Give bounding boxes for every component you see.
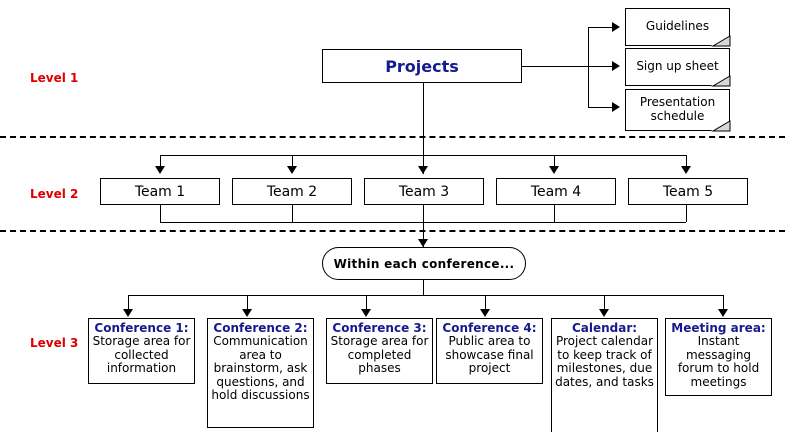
connector-team-5-down (686, 205, 687, 222)
level-2-label: Level 2 (30, 187, 79, 201)
conference-4-title: Conference 4: (442, 321, 537, 335)
calendar-description: Project calendar to keep track of milest… (555, 334, 654, 389)
level-1-label: Level 1 (30, 71, 79, 85)
document-guidelines-label: Guidelines (625, 8, 730, 46)
team-5-label: Team 5 (662, 183, 714, 200)
connector-team-1-down (160, 205, 161, 222)
meeting-area-box[interactable]: Meeting area: Instant messaging forum to… (665, 318, 772, 396)
connector-team-2-down (292, 205, 293, 222)
team-1-label: Team 1 (134, 183, 186, 200)
conference-4-description: Public area to showcase final project (445, 334, 534, 376)
arrow-to-team-2-icon (287, 166, 297, 174)
arrow-to-team-4-icon (549, 166, 559, 174)
team-2-label: Team 2 (266, 183, 318, 200)
connector-docs-vertical-bus (588, 27, 589, 107)
conference-1-description: Storage area for collected information (92, 334, 191, 376)
within-each-conference-box[interactable]: Within each conference... (322, 247, 526, 280)
document-sign-up-sheet[interactable]: Sign up sheet (625, 48, 731, 87)
connector-to-guidelines (588, 27, 614, 28)
arrow-to-conference-2-icon (242, 309, 252, 317)
document-presentation-schedule[interactable]: Presentation schedule (625, 89, 731, 132)
team-box-1[interactable]: Team 1 (100, 178, 220, 205)
projects-label: Projects (385, 56, 459, 76)
conference-box-3[interactable]: Conference 3: Storage area for completed… (326, 318, 433, 384)
arrow-to-conference-1-icon (123, 309, 133, 317)
connector-drop-conference-4 (485, 295, 486, 311)
connector-drop-conference-3 (366, 295, 367, 311)
conference-box-2[interactable]: Conference 2: Communication area to brai… (207, 318, 314, 428)
connector-to-signup (588, 66, 614, 67)
calendar-box[interactable]: Calendar: Project calendar to keep track… (551, 318, 658, 432)
conference-2-description: Communication area to brainstorm, ask qu… (211, 334, 310, 403)
connector-to-within-trunk (423, 205, 424, 247)
separator-level1-level2 (0, 136, 785, 138)
connector-drop-meeting-area (723, 295, 724, 311)
meeting-area-description: Instant messaging forum to hold meetings (677, 334, 760, 389)
conference-1-title: Conference 1: (94, 321, 189, 335)
arrow-to-guidelines-icon (612, 22, 620, 32)
connector-within-trunk-down (423, 280, 424, 295)
connector-team-4-down (554, 205, 555, 222)
connector-drop-team-4 (554, 155, 555, 168)
team-box-4[interactable]: Team 4 (496, 178, 616, 205)
conference-3-description: Storage area for completed phases (330, 334, 429, 376)
connector-to-presentation (588, 107, 614, 108)
conference-3-title: Conference 3: (332, 321, 427, 335)
team-box-3[interactable]: Team 3 (364, 178, 484, 205)
conference-box-4[interactable]: Conference 4: Public area to showcase fi… (436, 318, 543, 384)
connector-conferences-bus (128, 295, 723, 296)
team-box-5[interactable]: Team 5 (628, 178, 748, 205)
connector-drop-team-1 (160, 155, 161, 168)
calendar-title: Calendar: (571, 321, 638, 335)
arrow-to-team-1-icon (155, 166, 165, 174)
connector-projects-to-docs-horizontal (522, 66, 588, 67)
arrow-to-team-3-icon (418, 166, 428, 174)
arrow-to-within-icon (418, 239, 428, 247)
document-guidelines[interactable]: Guidelines (625, 8, 731, 47)
connector-drop-team-2 (292, 155, 293, 168)
arrow-to-signup-icon (612, 61, 620, 71)
connector-drop-team-5 (686, 155, 687, 168)
connector-drop-conference-2 (247, 295, 248, 311)
team-box-2[interactable]: Team 2 (232, 178, 352, 205)
level-3-label: Level 3 (30, 336, 79, 350)
connector-projects-trunk (423, 83, 424, 174)
connector-teams-top-bus (160, 155, 686, 156)
arrow-to-meeting-area-icon (718, 309, 728, 317)
arrow-to-conference-3-icon (361, 309, 371, 317)
arrow-to-presentation-icon (612, 102, 620, 112)
within-each-conference-label: Within each conference... (333, 256, 515, 271)
document-presentation-schedule-label: Presentation schedule (625, 89, 730, 131)
arrow-to-conference-4-icon (480, 309, 490, 317)
projects-box[interactable]: Projects (322, 49, 522, 83)
conference-box-1[interactable]: Conference 1: Storage area for collected… (88, 318, 195, 384)
meeting-area-title: Meeting area: (671, 321, 766, 335)
conference-2-title: Conference 2: (213, 321, 308, 335)
arrow-to-calendar-icon (599, 309, 609, 317)
team-3-label: Team 3 (398, 183, 450, 200)
document-sign-up-sheet-label: Sign up sheet (625, 48, 730, 86)
connector-drop-calendar (604, 295, 605, 311)
separator-level2-level3 (0, 230, 785, 232)
team-4-label: Team 4 (530, 183, 582, 200)
connector-drop-conference-1 (128, 295, 129, 311)
arrow-to-team-5-icon (681, 166, 691, 174)
